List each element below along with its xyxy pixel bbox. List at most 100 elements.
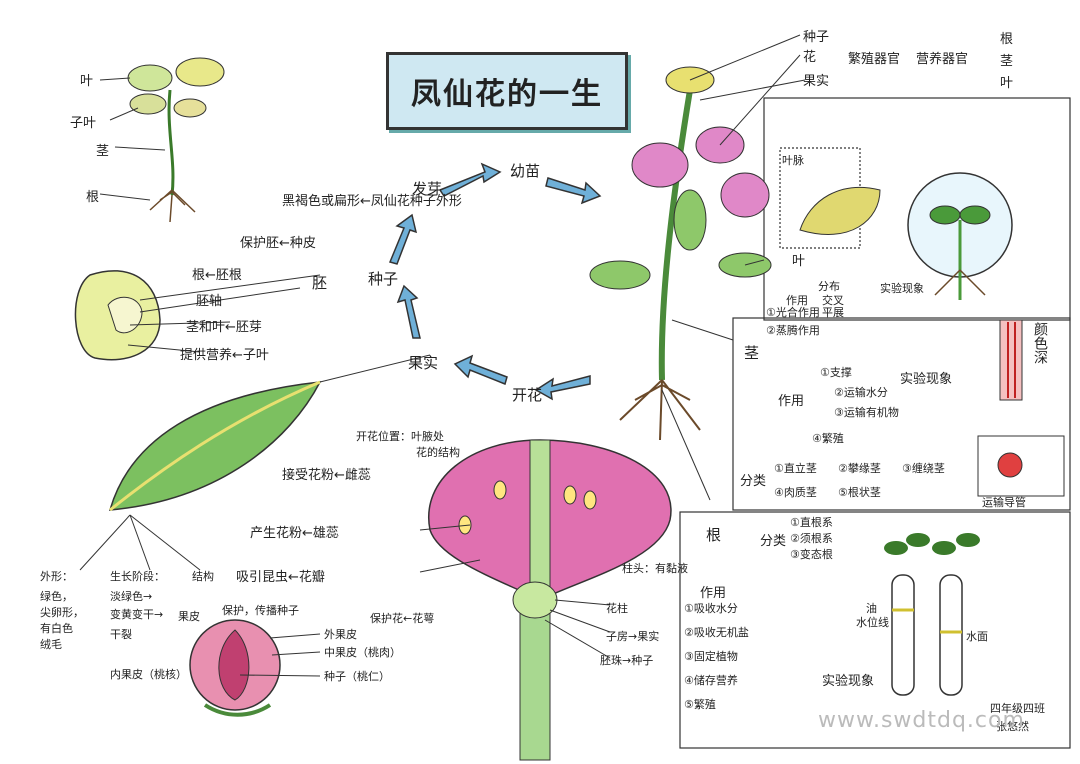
- stem-uses-label: 作用: [778, 394, 805, 409]
- stem-use-4: ④繁殖: [812, 432, 844, 445]
- plant-illustration: [589, 34, 806, 501]
- root-use-1: ①吸收水分: [684, 602, 738, 615]
- cycle-arrows: [388, 162, 602, 401]
- fruit-illustration: [189, 619, 321, 717]
- seed-part-2: 茎和叶←胚芽: [186, 320, 262, 335]
- leaf-exp-use: 作用: [786, 294, 808, 307]
- root-use-3: ③固定植物: [684, 650, 738, 663]
- root-exp: 实验现象: [822, 674, 875, 689]
- fruit-middle: 中果皮（桃肉）: [324, 646, 401, 659]
- fruit-pericarp: 果皮: [178, 610, 200, 623]
- stem-visuals: [977, 319, 1065, 497]
- flower-style: 花柱: [606, 602, 628, 615]
- fruit-stage-2: 变黄变干→: [110, 608, 164, 621]
- root-types-label: 分类: [760, 534, 787, 549]
- flower-position: 开花位置：叶腋处: [356, 430, 444, 443]
- veg-root: 根: [1000, 32, 1014, 47]
- leaf-shape-2: 尖卵形，: [40, 606, 84, 619]
- seedling-stem-label: 茎: [96, 144, 110, 159]
- stem-duct: 运输导管: [982, 496, 1026, 509]
- stage-flower: 开花: [512, 386, 543, 404]
- stem-box: [732, 317, 1071, 511]
- seedling-root-label: 根: [86, 190, 100, 205]
- title-box: 凤仙花的一生: [386, 52, 628, 130]
- stem-type-5: ⑤根状茎: [838, 486, 881, 499]
- stem-title: 茎: [744, 344, 760, 362]
- seed-desc: 黑褐色或扁形←凤仙花种子外形: [282, 194, 462, 209]
- seed-section: [74, 270, 321, 361]
- organ-seed: 种子: [803, 30, 830, 45]
- flower-illustration: [419, 439, 672, 761]
- seed-part-0: 根←胚根: [192, 268, 242, 283]
- flower-structure: 花的结构: [416, 446, 460, 459]
- veg-leaf: 叶: [1000, 76, 1014, 91]
- root-type-1: ①直根系: [790, 516, 833, 529]
- signature-name: 张悠然: [996, 720, 1029, 733]
- fruit-seed: 种子（桃仁）: [324, 670, 390, 683]
- root-uses-label: 作用: [700, 586, 727, 601]
- fruit-stage-title: 生长阶段：: [110, 570, 165, 583]
- leaf-shape-1: 绿色，: [40, 590, 73, 603]
- stem-use-3: ③运输有机物: [834, 406, 899, 419]
- leaf-exp-flat: 平展: [822, 306, 844, 319]
- seedling-cotyledon-label: 子叶: [70, 116, 97, 131]
- leaf-shape-3: 有白色: [40, 622, 73, 635]
- root-use-4: ④储存营养: [684, 674, 738, 687]
- root-box: [679, 511, 1071, 749]
- stem-color-label: 颜色深: [1032, 322, 1048, 364]
- fruit-outer: 外果皮: [324, 628, 357, 641]
- fruit-structure-title: 结构: [192, 570, 214, 583]
- fruit-inner: 内果皮（桃核）: [110, 668, 187, 681]
- stem-exp: 实验现象: [900, 372, 953, 387]
- root-title: 根: [706, 526, 722, 544]
- seed-part-1: 胚轴: [196, 294, 223, 309]
- stem-type-2: ②攀缘茎: [838, 462, 881, 475]
- seedling-leaf-label: 叶: [80, 74, 94, 89]
- leaf-illustration: [79, 354, 431, 571]
- organ-fruit: 果实: [803, 74, 830, 89]
- leaf-exp-dist: 分布: [818, 280, 840, 293]
- seed-part-3: 提供营养←子叶: [180, 348, 269, 363]
- fruit-stage-1: 淡绿色→: [110, 590, 153, 603]
- leaf-shape-4: 绒毛: [40, 638, 62, 651]
- watermark: www.swdtdq.com: [818, 708, 1025, 733]
- root-oil: 油: [866, 602, 877, 615]
- flower-ovary: 子房→果实: [606, 630, 660, 643]
- flower-ovule: 胚珠→种子: [600, 654, 654, 667]
- root-experiment: [884, 533, 980, 696]
- stem-type-1: ①直立茎: [774, 462, 817, 475]
- leaf-exp-visuals: [799, 172, 1013, 300]
- page-title: 凤仙花的一生: [411, 77, 603, 112]
- stem-use-2: ②运输水分: [834, 386, 888, 399]
- leaf-exp-cross: 交叉: [822, 294, 844, 307]
- seed-embryo: 胚: [312, 274, 328, 292]
- stage-germinate: 发芽: [412, 180, 443, 198]
- organ-flower: 花: [803, 50, 817, 65]
- root-type-2: ②须根系: [790, 532, 833, 545]
- leaf-vein-label: 叶脉: [782, 154, 804, 167]
- root-surface: 水面: [966, 630, 988, 643]
- fruit-stage-3: 干裂: [110, 628, 132, 641]
- leaf-exp-result: 实验现象: [880, 282, 924, 295]
- root-waterline: 水位线: [856, 616, 889, 629]
- flower-receive: 接受花粉←雌蕊: [282, 468, 371, 483]
- stem-types-label: 分类: [740, 474, 767, 489]
- flower-attract: 吸引昆虫←花瓣: [236, 570, 325, 585]
- leaf-use-1: ①光合作用: [766, 306, 820, 319]
- stem-type-3: ③缠绕茎: [902, 462, 945, 475]
- seedling-illustration: [99, 57, 225, 223]
- leaf-exp-leaf: 叶: [792, 254, 806, 269]
- stage-seedling: 幼苗: [510, 162, 541, 180]
- root-use-2: ②吸收无机盐: [684, 626, 749, 639]
- signature-class: 四年级四班: [990, 702, 1045, 715]
- leaf-use-2: ②蒸腾作用: [766, 324, 820, 337]
- fruit-pericarp-desc: 保护，传播种子: [222, 604, 299, 617]
- stage-seed: 种子: [368, 270, 399, 288]
- stem-use-1: ①支撑: [820, 366, 852, 379]
- stage-fruit: 果实: [408, 354, 439, 372]
- repro-organs: 繁殖器官: [848, 52, 901, 67]
- seed-protect: 保护胚←种皮: [240, 236, 316, 251]
- leaf-shape-title: 外形：: [40, 570, 73, 583]
- stem-type-4: ④肉质茎: [774, 486, 817, 499]
